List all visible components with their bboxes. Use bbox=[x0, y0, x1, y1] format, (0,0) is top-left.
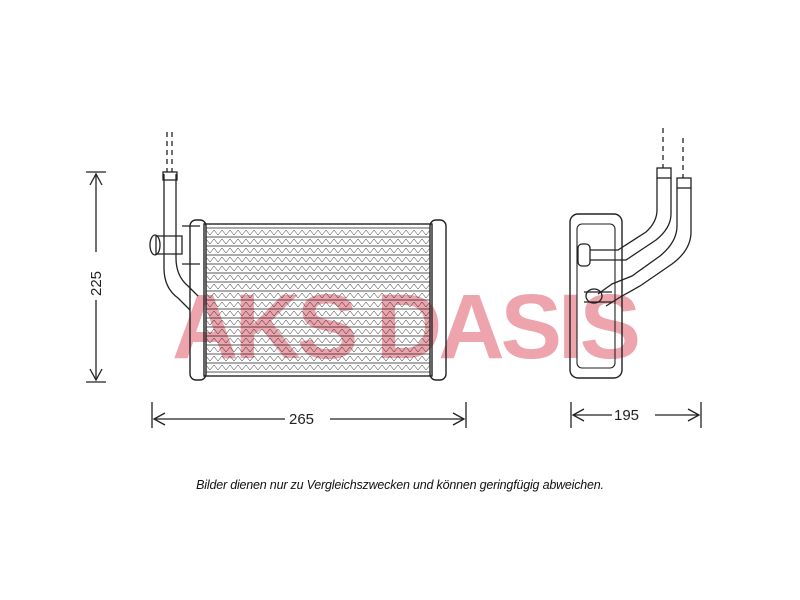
core-fin-row bbox=[205, 328, 431, 335]
core-fin-row bbox=[205, 364, 431, 371]
depth-label: 195 bbox=[614, 407, 639, 424]
width-label: 265 bbox=[289, 411, 314, 428]
core-fin-row bbox=[205, 292, 431, 299]
core-fin-row bbox=[205, 310, 431, 317]
core-fin-row bbox=[205, 301, 431, 308]
disclaimer-caption: Bilder dienen nur zu Vergleichszwecken u… bbox=[196, 478, 604, 492]
core-body bbox=[203, 223, 433, 377]
core-fin-row bbox=[205, 337, 431, 344]
core-fin-row bbox=[205, 274, 431, 281]
core-fin-row bbox=[205, 355, 431, 362]
inlet-pipes bbox=[149, 132, 200, 311]
core-fin-row bbox=[205, 283, 431, 290]
depth-dimension bbox=[570, 402, 702, 428]
core-fins bbox=[205, 227, 431, 373]
core-fin-row bbox=[205, 346, 431, 353]
core-fin-row bbox=[205, 256, 431, 263]
core-fin-row bbox=[205, 229, 431, 236]
height-dimension bbox=[86, 171, 106, 383]
heater-core-side-view bbox=[569, 128, 692, 379]
width-dimension bbox=[151, 402, 467, 428]
core-fin-row bbox=[205, 319, 431, 326]
heater-core-front-view bbox=[149, 132, 447, 381]
outlet-pipes bbox=[577, 128, 692, 307]
core-fin-row bbox=[205, 247, 431, 254]
core-fin-row bbox=[205, 238, 431, 245]
height-label: 225 bbox=[88, 271, 105, 296]
core-fin-row bbox=[205, 265, 431, 272]
